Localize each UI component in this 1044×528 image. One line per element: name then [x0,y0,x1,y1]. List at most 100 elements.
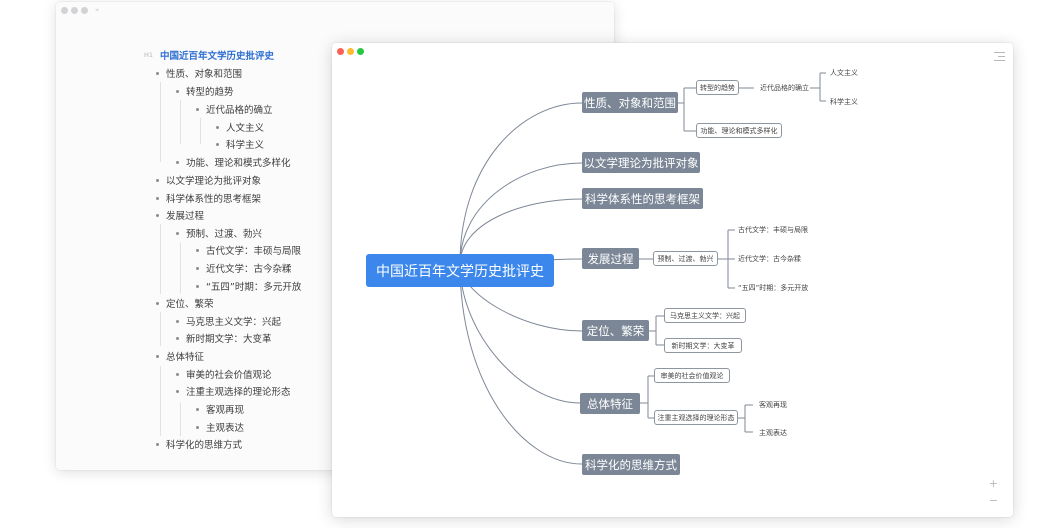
outline-item[interactable]: 马克思主义文学：兴起 [176,313,281,329]
mindmap-root-node[interactable]: 中国近百年文学历史批评史 [366,254,554,287]
outline-item[interactable]: 审美的社会价值观论 [176,366,272,382]
outline-item[interactable]: 总体特征 [156,348,204,364]
bullet-icon [196,107,199,111]
indent-guide [160,312,161,346]
subtopic-node[interactable]: 审美的社会价值观论 [654,368,730,383]
bullet-icon [156,301,159,305]
topic-node[interactable]: 发展过程 [582,248,639,269]
bullet-icon [196,284,199,288]
topic-node[interactable]: 总体特征 [580,393,640,414]
outline-item-text: 功能、理论和模式多样化 [186,158,291,169]
outline-item[interactable]: “五四”时期：多元开放 [196,278,301,294]
leaf-node[interactable]: 近代品格的确立 [760,84,809,92]
topic-node[interactable]: 科学化的思维方式 [582,454,680,475]
outline-item[interactable]: 科学化的思维方式 [156,436,242,452]
outline-item-text: 审美的社会价值观论 [186,370,272,381]
subtopic-node[interactable]: 注重主观选择的理论形态 [654,410,738,425]
subtopic-node[interactable]: 转型的趋势 [696,80,739,95]
outline-title-text: 中国近百年文学历史批评史 [160,51,275,62]
indent-guide [200,118,201,144]
close-button[interactable] [61,7,68,14]
bullet-icon [176,231,179,235]
outline-item[interactable]: 客观再现 [196,401,244,417]
subtopic-node[interactable]: 马克思主义文学：兴起 [664,308,746,323]
outline-item-text: 以文学理论为批评对象 [166,176,262,187]
outline-item-text: 马克思主义文学：兴起 [186,317,282,328]
leaf-node[interactable]: 古代文学：丰硕与局限 [738,226,808,234]
leaf-node[interactable]: “五四”时期：多元开放 [738,284,809,292]
outline-item[interactable]: 定位、繁荣 [156,295,214,311]
zoom-out-button[interactable]: − [988,494,998,507]
outline-item[interactable]: 古代文学：丰硕与局限 [196,242,301,258]
outline-item[interactable]: 主观表达 [196,419,244,435]
topic-node[interactable]: 性质、对象和范围 [582,92,678,113]
subtopic-node[interactable]: 功能、理论和模式多样化 [696,123,782,138]
bullet-icon [216,125,219,129]
bullet-icon [176,319,179,323]
window-controls [337,48,364,55]
outline-item-text: 古代文学：丰硕与局限 [206,246,302,257]
outline-item[interactable]: 注重主观选择的理论形态 [176,383,291,399]
outline-item[interactable]: 近代文学：古今杂糅 [196,260,292,276]
mindmap-window: 中国近百年文学历史批评史 性质、对象和范围 以文学理论为批评对象 科学体系性的思… [332,43,1013,517]
indent-guide [180,100,181,144]
indent-guide [180,242,181,294]
leaf-node[interactable]: 科学主义 [830,98,858,106]
indent-guide [160,82,161,162]
bullet-icon [216,142,219,146]
outline-item-text: 近代文学：古今杂糅 [206,264,292,275]
bullet-icon [156,442,159,446]
outline-item[interactable]: 人文主义 [216,119,264,135]
outline-title[interactable]: 中国近百年文学历史批评史 [160,47,274,63]
indent-guide [160,366,161,436]
bullet-icon [196,407,199,411]
outline-item[interactable]: 科学主义 [216,136,264,152]
outline-item-text: “五四”时期：多元开放 [206,282,302,293]
subtopic-node[interactable]: 预制、过渡、勃兴 [653,251,718,266]
outline-item-text: 近代品格的确立 [206,105,273,116]
leaf-node[interactable]: 人文主义 [830,69,858,77]
bullet-icon [176,89,179,93]
minimize-button[interactable] [71,7,78,14]
outline-item[interactable]: 新时期文学：大变革 [176,330,272,346]
outline-item[interactable]: 近代品格的确立 [196,101,273,117]
bullet-icon [176,372,179,376]
zoom-button[interactable] [81,7,88,14]
leaf-node[interactable]: 主观表达 [759,429,787,437]
outline-item-text: 预制、过渡、勃兴 [186,229,263,240]
minimize-button[interactable] [347,48,354,55]
outline-item[interactable]: 功能、理论和模式多样化 [176,154,291,170]
outline-item[interactable]: 转型的趋势 [176,83,234,99]
outline-item-text: 科学主义 [226,140,265,151]
bullet-icon [196,248,199,252]
close-button[interactable] [337,48,344,55]
indent-guide [160,224,161,294]
outline-item[interactable]: 预制、过渡、勃兴 [176,225,262,241]
bullet-icon [196,425,199,429]
outline-view: H1 中国近百年文学历史批评史 性质、对象和范围 转型的趋势 近代品格的确立 人… [56,2,614,470]
subtopic-node[interactable]: 新时期文学：大变革 [664,338,742,353]
bullet-icon [156,178,159,182]
outline-item[interactable]: 以文学理论为批评对象 [156,172,261,188]
indent-guide [180,402,181,436]
outline-item[interactable]: 科学体系性的思考框架 [156,190,261,206]
leaf-node[interactable]: 客观再现 [759,401,787,409]
topic-node[interactable]: 以文学理论为批评对象 [582,152,700,173]
outline-item[interactable]: 性质、对象和范围 [156,65,242,81]
bullet-icon [176,160,179,164]
topic-node[interactable]: 定位、繁荣 [582,320,649,341]
outline-item-text: 主观表达 [206,423,245,434]
outline-item-text: 注重主观选择的理论形态 [186,387,291,398]
sidebar-toggle-icon[interactable]: » [95,6,100,14]
zoom-in-button[interactable]: + [988,477,998,490]
bullet-icon [196,266,199,270]
menu-icon[interactable] [994,52,1005,61]
outline-item-text: 性质、对象和范围 [166,69,243,80]
outline-item[interactable]: 发展过程 [156,207,204,223]
topic-node[interactable]: 科学体系性的思考框架 [582,188,703,209]
bullet-icon [156,196,159,200]
bullet-icon [156,71,159,75]
leaf-node[interactable]: 近代文学：古今杂糅 [738,255,801,263]
outline-item-text: 科学体系性的思考框架 [166,194,262,205]
fullscreen-button[interactable] [357,48,364,55]
